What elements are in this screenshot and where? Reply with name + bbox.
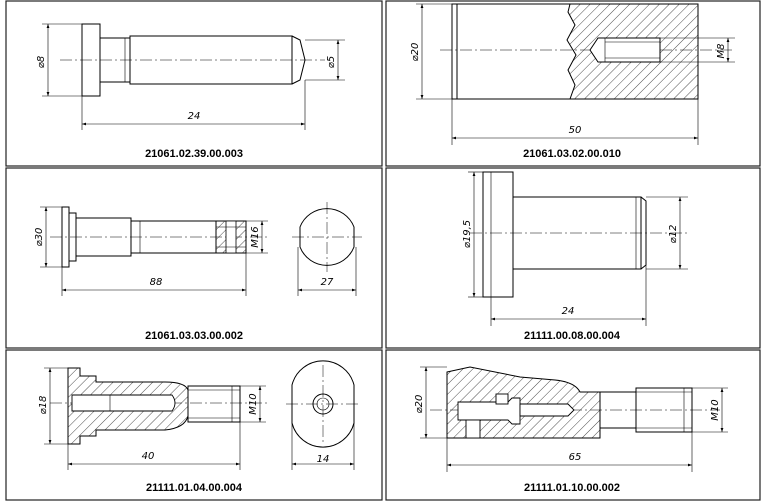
dim-length-88: 88 [150,277,163,288]
dim-diameter-30: ⌀30 [34,228,45,247]
panel-1: ⌀8 ⌀5 24 21061.02.39.00.003 [5,0,383,167]
panel-4-frame [385,167,761,349]
dim-thread-m10: M10 [710,399,721,420]
dim-width-14: 14 [317,454,330,465]
panel-5: ⌀18 M10 40 14 21111.01.04.00.004 [5,349,383,501]
dim-length-24: 24 [562,306,575,317]
dim-length-50: 50 [569,125,582,136]
part-number: 21061.03.03.00.002 [145,330,243,342]
part-1-drawing [42,23,345,130]
panel-2-frame [385,0,761,167]
dim-diameter-8: ⌀8 [36,56,47,68]
dim-width-27: 27 [321,277,334,288]
part-4-drawing [468,171,690,326]
dim-length-65: 65 [569,452,582,463]
panel-4: ⌀19,5 ⌀12 24 21111.00.08.00.004 [385,167,761,349]
dim-thread-m16: M16 [250,226,261,247]
part-5-drawing [44,360,360,470]
dim-diameter-20: ⌀20 [410,43,421,62]
panel-6: ⌀20 M10 65 21111.01.10.00.002 [385,349,761,501]
part-2-drawing [416,3,735,145]
dim-thread-m10: M10 [248,393,259,414]
dim-diameter-20: ⌀20 [414,395,425,414]
dim-diameter-12: ⌀12 [668,225,679,244]
part-number: 21111.01.10.00.002 [524,482,620,494]
part-number: 21061.02.39.00.003 [145,148,243,160]
part-number: 21061.03.02.00.010 [523,148,621,160]
panel-5-frame [5,349,383,501]
panel-2: ⌀20 M8 50 21061.03.02.00.010 [385,0,761,167]
dim-diameter-5: ⌀5 [326,56,337,68]
part-6-drawing [420,366,728,472]
part-3-drawing [40,202,362,296]
dim-length-40: 40 [142,451,155,462]
dim-diameter-19-5: ⌀19,5 [462,220,473,248]
part-number: 21111.01.04.00.004 [146,482,243,494]
dim-diameter-18: ⌀18 [38,396,49,415]
dim-thread-m8: M8 [716,44,727,59]
panel-3: ⌀30 M16 88 27 21061.03.03.00.002 [5,167,383,349]
part-number: 21111.00.08.00.004 [524,330,621,342]
dim-length-24: 24 [188,111,201,122]
